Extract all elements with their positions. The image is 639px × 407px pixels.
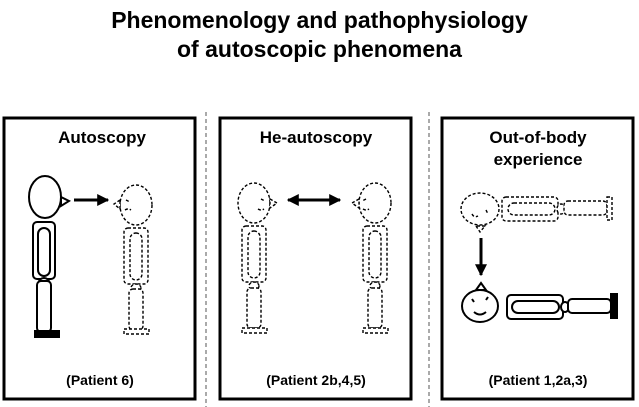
double-figure-dashed: [350, 182, 392, 334]
foot: [241, 327, 268, 334]
head: [461, 289, 499, 323]
diagram-title-line-1: Phenomenology and pathophysiology: [111, 7, 528, 33]
leg: [567, 298, 612, 314]
foot: [606, 196, 613, 221]
panel-caption: (Patient 1,2a,3): [489, 372, 588, 388]
mouth: [473, 311, 487, 316]
foot: [34, 330, 60, 338]
panel-caption: (Patient 6): [66, 372, 134, 388]
leg: [36, 280, 52, 333]
panel-frame: [218, 116, 413, 401]
panel-caption: (Patient 2b,4,5): [266, 372, 366, 388]
physical-body-figure: [28, 175, 72, 338]
nose: [474, 281, 488, 291]
lying-physical-body: [461, 281, 618, 323]
eye: [471, 209, 489, 218]
double-figure: [112, 184, 153, 335]
panel-frame: [440, 116, 635, 401]
panel-heading: Autoscopy: [58, 128, 146, 147]
eye: [124, 199, 132, 211]
eye: [471, 296, 489, 303]
leg: [563, 200, 608, 216]
nose: [350, 197, 360, 210]
head: [460, 192, 500, 226]
head: [119, 184, 153, 226]
panel-frame: [2, 116, 197, 401]
leg: [367, 287, 383, 329]
eye: [361, 198, 370, 211]
arm: [129, 232, 143, 281]
nose: [60, 195, 72, 208]
nose: [269, 197, 279, 210]
panel-he-autoscopy: He-autoscopy (Patient 2b,4,5): [218, 116, 413, 401]
panel-heading-line-2: experience: [494, 150, 583, 169]
floating-double-figure: [460, 192, 613, 234]
head: [358, 182, 392, 224]
foot: [123, 328, 150, 335]
head: [28, 175, 62, 219]
arm: [507, 202, 556, 216]
nose: [112, 198, 121, 211]
panel-autoscopy: Autoscopy (Patient 6): [2, 116, 197, 401]
arm: [511, 300, 560, 314]
panel-heading-line-1: Out-of-body: [489, 128, 587, 147]
foot: [362, 327, 389, 334]
foot: [610, 293, 618, 319]
leg: [128, 288, 144, 331]
arm: [37, 227, 51, 277]
head: [237, 182, 271, 224]
leg: [246, 287, 262, 329]
arm: [368, 230, 382, 279]
panel-out-of-body-experience: Out-of-body experience (Patie: [440, 116, 635, 401]
eye: [257, 198, 266, 211]
diagram-title-line-2: of autoscopic phenomena: [177, 36, 462, 62]
self-figure-dashed: [237, 182, 279, 334]
panel-heading: He-autoscopy: [260, 128, 373, 147]
arm: [247, 230, 261, 279]
nose: [474, 225, 487, 234]
